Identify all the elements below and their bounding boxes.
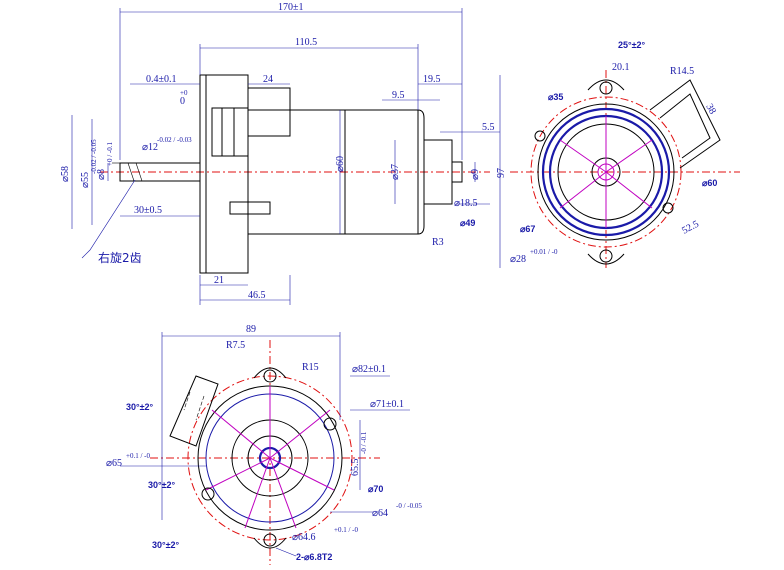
dim-r3-text: R3 [432,237,444,248]
dim-angle-30-a-text: 30°±2° [126,402,154,412]
dim-5-5-text: 5.5 [482,122,495,133]
flange-plate [199,74,249,274]
dim-dia-70-text: ⌀70 [368,484,383,494]
dim-170-text: 170±1 [278,2,304,13]
dim-38-text: 38 [703,102,718,116]
end-ear-top [587,79,625,91]
svg-text:+0 / -0.1: +0 / -0.1 [106,142,114,166]
end-ear-bottom [587,253,625,265]
dim-dia-35-text: ⌀35 [548,92,563,102]
dim-30-text: 30±0.5 [134,205,162,216]
bottom-connector [169,375,219,447]
svg-text:+0: +0 [180,89,188,97]
dim-9-5-text: 9.5 [392,90,405,101]
dim-dia-60-side-text: ⌀60 [335,156,346,172]
dim-19-5-text: 19.5 [423,74,441,85]
bottom-bolt-circle [187,375,353,541]
dim-52-5-text: 52.5 [680,219,701,237]
dim-dia-9-text: ⌀9 [470,169,481,180]
dim-dia-67-text: ⌀67 [520,224,535,234]
dim-dia-60-end-text: ⌀60 [702,178,717,188]
dim-dia-55-text: ⌀55 [80,172,91,188]
dim-angle-30-c-text: 30°±2° [152,540,180,550]
end-outer-body [537,103,675,241]
svg-text:+0.1 / -0: +0.1 / -0 [126,452,150,460]
dim-46-5-text: 46.5 [248,290,266,301]
svg-text:+0.01 / -0: +0.01 / -0 [530,248,558,256]
svg-text:-0 / -0.05: -0 / -0.05 [396,502,422,510]
dim-dia-12-text: ⌀12 [142,142,158,153]
svg-text:-0.02 / -0.05: -0.02 / -0.05 [90,139,98,174]
bottom-view: 89 R7.5 R15 ⌀82±0.1 ⌀71±0.1 30°±2° 30°±2… [106,324,422,565]
dim-0-4-text: 0.4±0.1 [146,74,177,85]
dim-r15-text: R15 [302,362,319,373]
dim-dia-49-text: ⌀49 [460,218,475,228]
dim-20-1-text: 20.1 [612,62,630,73]
dim-65-5-text: 65.5 [350,459,361,477]
dim-89-text: 89 [246,324,256,335]
shaft-tip [451,161,463,183]
svg-text:-0 / -0.1: -0 / -0.1 [360,431,368,454]
dim-dia-28-text: ⌀28 [510,254,526,265]
motor-body [247,109,419,235]
end-bolt-circle [530,96,682,248]
svg-text:+0.1 / -0: +0.1 / -0 [334,526,358,534]
dim-r7-5-text: R7.5 [226,340,245,351]
dim-dia-37-text: ⌀37 [390,164,401,180]
connector-housing [247,87,291,137]
end-connector [649,79,721,169]
dim-dia-64-text: ⌀64 [372,508,388,519]
rotation-note: 右旋2齿 [98,250,142,265]
end-rim-outer [541,107,671,237]
connector-terminals [211,107,249,157]
end-view: 97 25°±2° 20.1 R14.5 38 ⌀35 ⌀60 ⌀67 ⌀49 … [460,40,740,268]
dim-0-text: 0 [180,96,185,107]
dim-r14-5-text: R14.5 [670,66,694,77]
dim-dia-82-text: ⌀82±0.1 [352,364,386,375]
bottom-ear-bottom [253,537,287,549]
side-screw [229,201,271,215]
dim-dia-58-text: ⌀58 [60,166,71,182]
dim-angle-25-text: 25°±2° [618,40,646,50]
dim-holes-text: 2-⌀6.8T2 [296,552,332,562]
dim-dia-18-5-text: ⌀18.5 [454,198,478,209]
dim-dia-8-text: ⌀8 [96,169,107,180]
bottom-ear-top [253,367,287,379]
dim-dia-65-text: ⌀65 [106,458,122,469]
dim-24-text: 24 [263,74,273,85]
dim-dia-64-6-text: ⌀64.6 [292,532,316,543]
dim-dia-71-text: ⌀71±0.1 [370,399,404,410]
dim-110-5-text: 110.5 [295,37,317,48]
dim-97-text: 97 [496,168,507,178]
svg-text:-0.02 / -0.03: -0.02 / -0.03 [157,136,192,144]
dim-angle-30-b-text: 30°±2° [148,480,176,490]
side-view: 170±1 110.5 0.4±0.1 0 +0 24 19.5 9.5 5.5… [60,2,500,305]
dim-21-text: 21 [214,275,224,286]
